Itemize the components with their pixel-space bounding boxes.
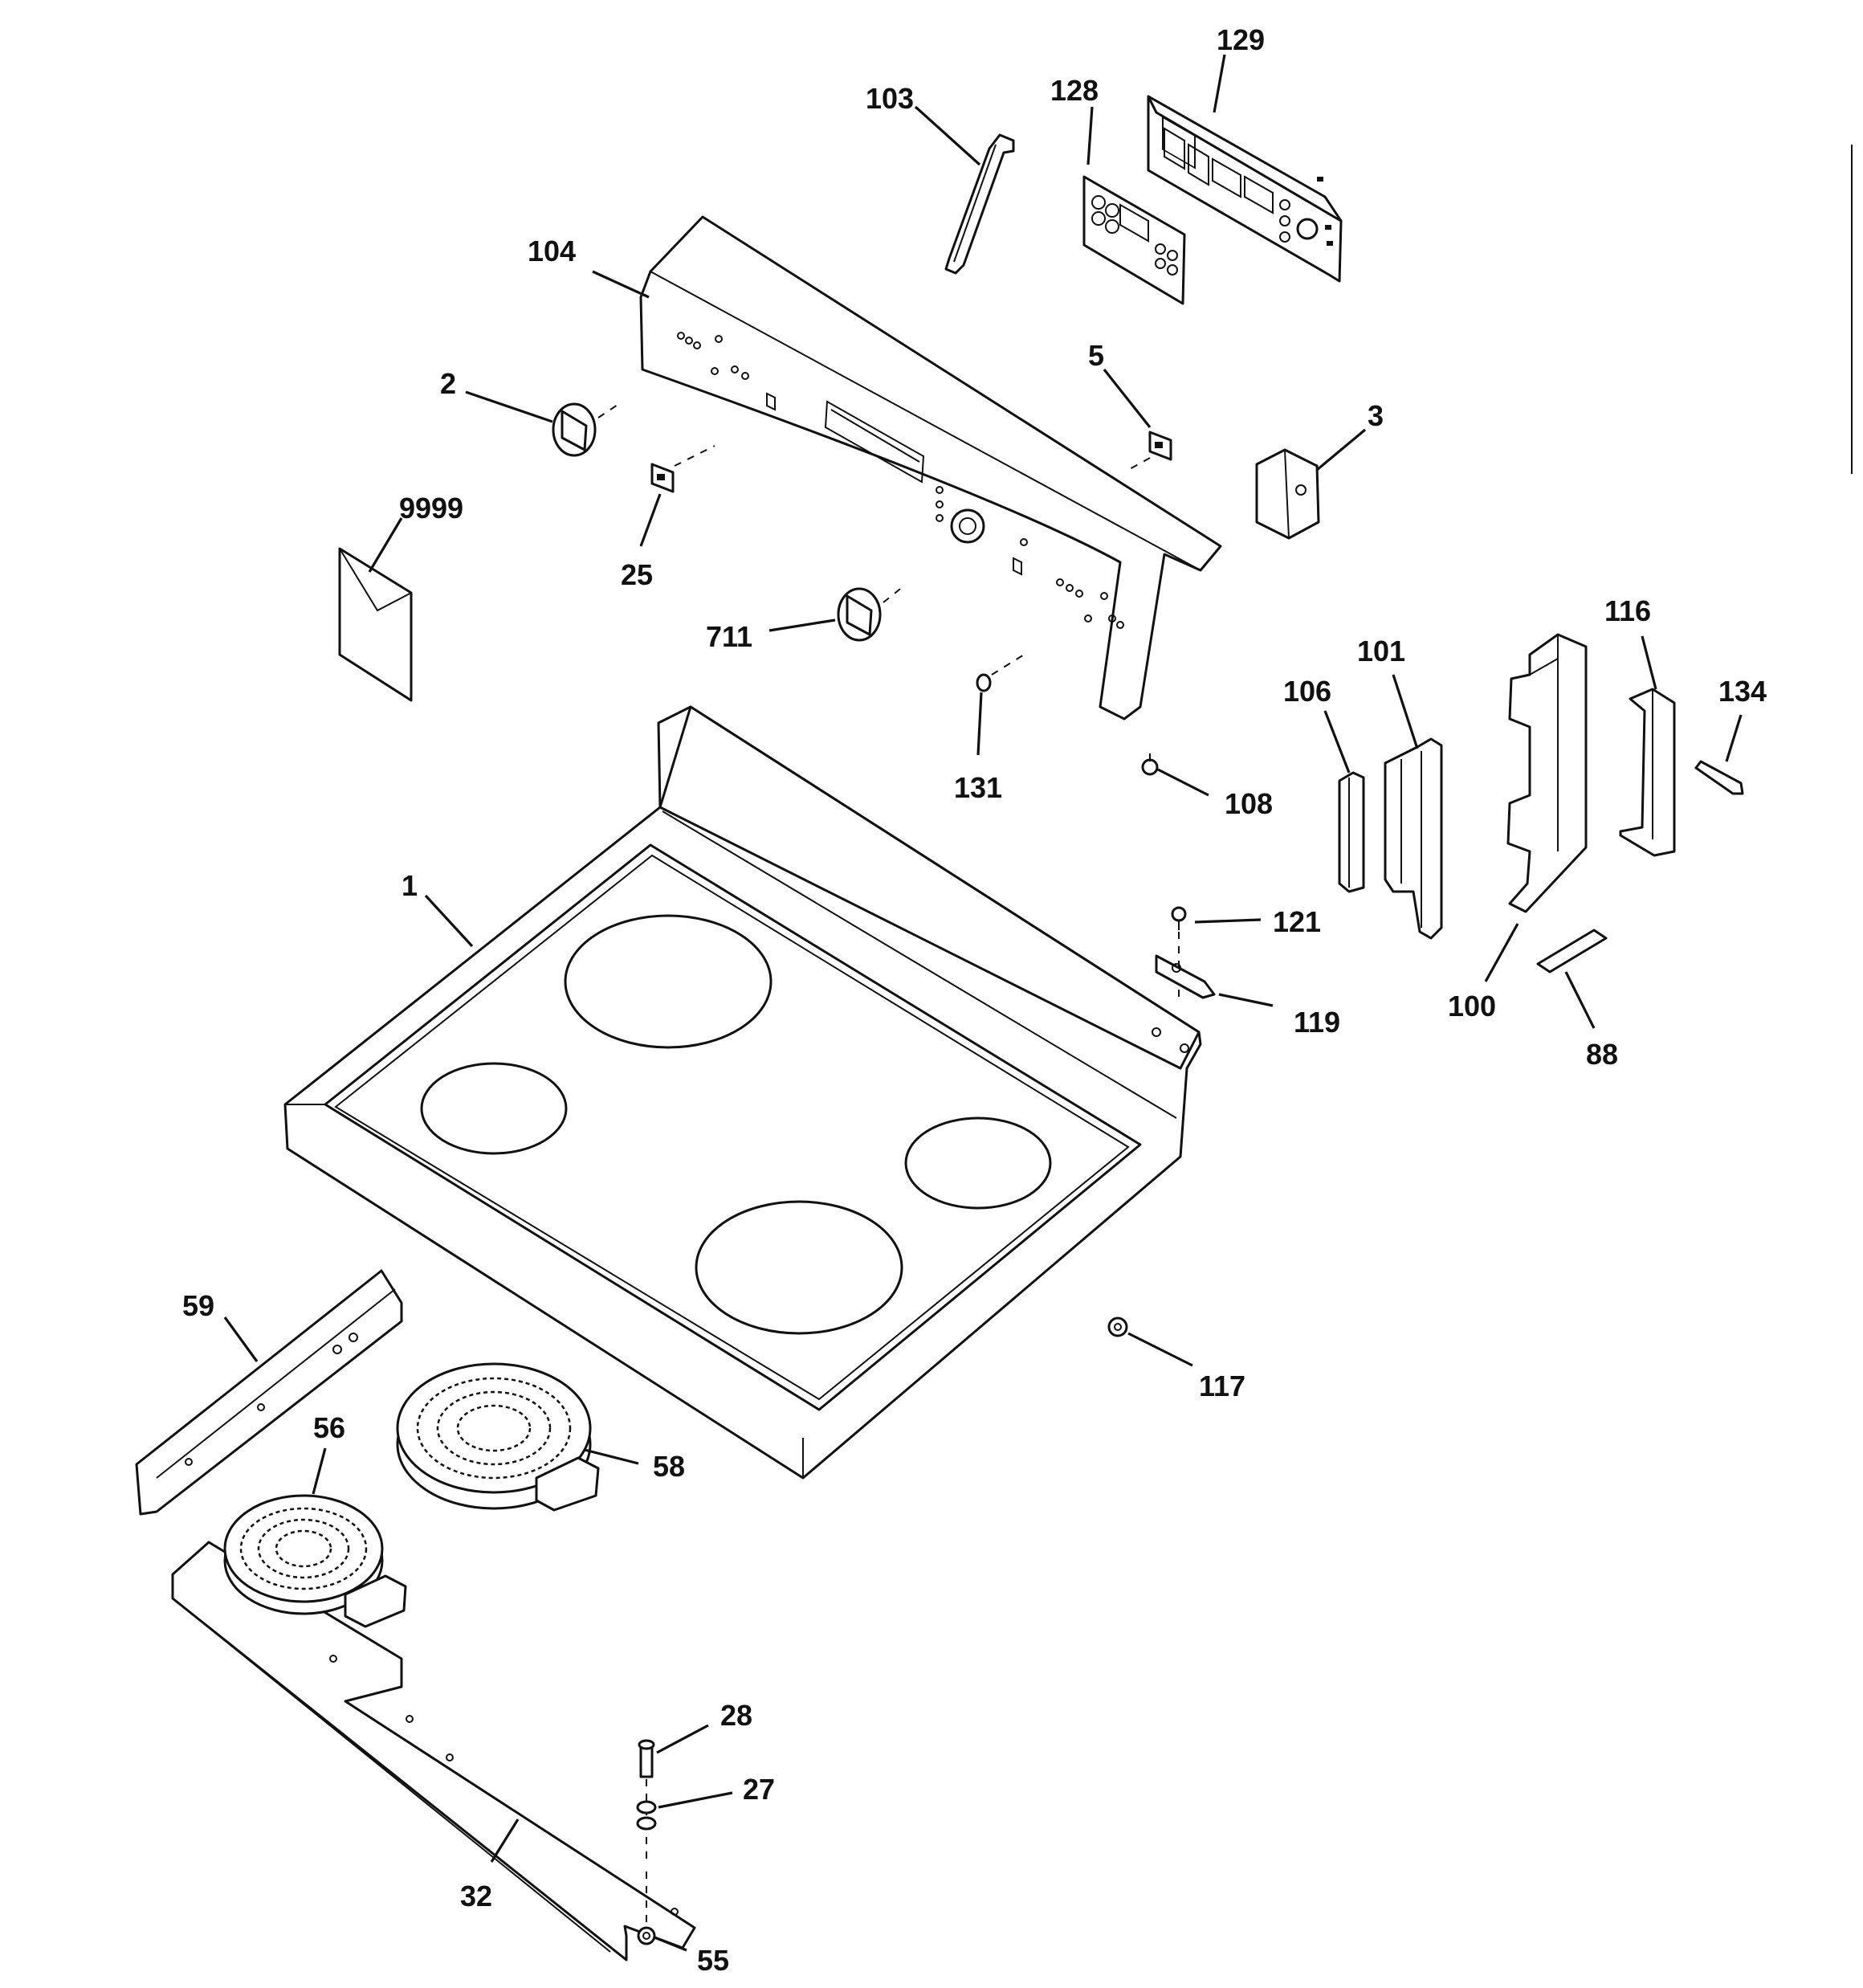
label-88: 88 [1586, 1038, 1618, 1071]
part-88-pad [1536, 929, 1608, 974]
part-32-element-bracket [171, 1541, 696, 1961]
label-25: 25 [621, 558, 653, 591]
part-27-spacer [636, 1800, 657, 1831]
label-129: 129 [1217, 23, 1265, 56]
part-55-nut [637, 1926, 656, 1945]
label-59: 59 [182, 1289, 214, 1322]
label-103: 103 [866, 82, 914, 115]
label-101: 101 [1357, 635, 1405, 667]
label-9999: 9999 [399, 492, 463, 525]
label-106: 106 [1283, 675, 1331, 708]
part-25-switch [650, 463, 675, 493]
label-55: 55 [697, 1944, 729, 1977]
leader-lines [223, 54, 1743, 1952]
part-number-labels: 129 103 128 104 2 5 3 9999 25 711 116 10… [182, 23, 1767, 1977]
label-5: 5 [1088, 339, 1104, 372]
part-129-control-board [1147, 95, 1343, 283]
part-56-surface-element [223, 1494, 407, 1628]
label-32: 32 [460, 1880, 492, 1912]
part-5-switch [1148, 431, 1172, 461]
label-27: 27 [743, 1773, 775, 1806]
label-104: 104 [528, 235, 576, 267]
part-116-end-cap [1619, 688, 1676, 857]
part-28-stud [638, 1739, 655, 1778]
label-3: 3 [1368, 399, 1384, 432]
part-711-knob [837, 587, 882, 642]
label-116: 116 [1604, 594, 1651, 627]
part-59-channel [135, 1269, 403, 1516]
label-131: 131 [954, 771, 1002, 804]
label-100: 100 [1448, 990, 1496, 1023]
label-58: 58 [653, 1450, 685, 1483]
label-711: 711 [706, 620, 752, 653]
part-128-touch-overlay [1082, 175, 1186, 305]
part-1-cooktop [283, 705, 1202, 1480]
part-100-side-trim [1506, 633, 1588, 913]
part-101-bracket [1384, 737, 1443, 940]
part-121-screw [1171, 906, 1187, 930]
label-117: 117 [1199, 1370, 1245, 1402]
label-28: 28 [720, 1699, 752, 1732]
part-119-bracket [1155, 954, 1216, 999]
label-56: 56 [313, 1411, 345, 1444]
label-108: 108 [1225, 787, 1273, 820]
part-3-relay [1255, 448, 1320, 540]
part-104-backsplash-panel [639, 215, 1222, 720]
label-2: 2 [440, 367, 456, 400]
part-2-knob [552, 402, 597, 457]
label-119: 119 [1294, 1006, 1340, 1039]
part-134-screw [1694, 760, 1744, 795]
part-106-bracket [1338, 771, 1365, 893]
label-1: 1 [402, 869, 418, 902]
label-134: 134 [1718, 675, 1767, 708]
part-9999-literature [338, 547, 413, 702]
part-103-bracket [944, 133, 1015, 275]
label-128: 128 [1050, 74, 1099, 107]
part-58-surface-element [396, 1362, 600, 1512]
part-108-screw [1141, 753, 1159, 776]
part-117-nut [1107, 1316, 1128, 1337]
label-121: 121 [1273, 905, 1321, 938]
part-131-screw [976, 673, 992, 692]
